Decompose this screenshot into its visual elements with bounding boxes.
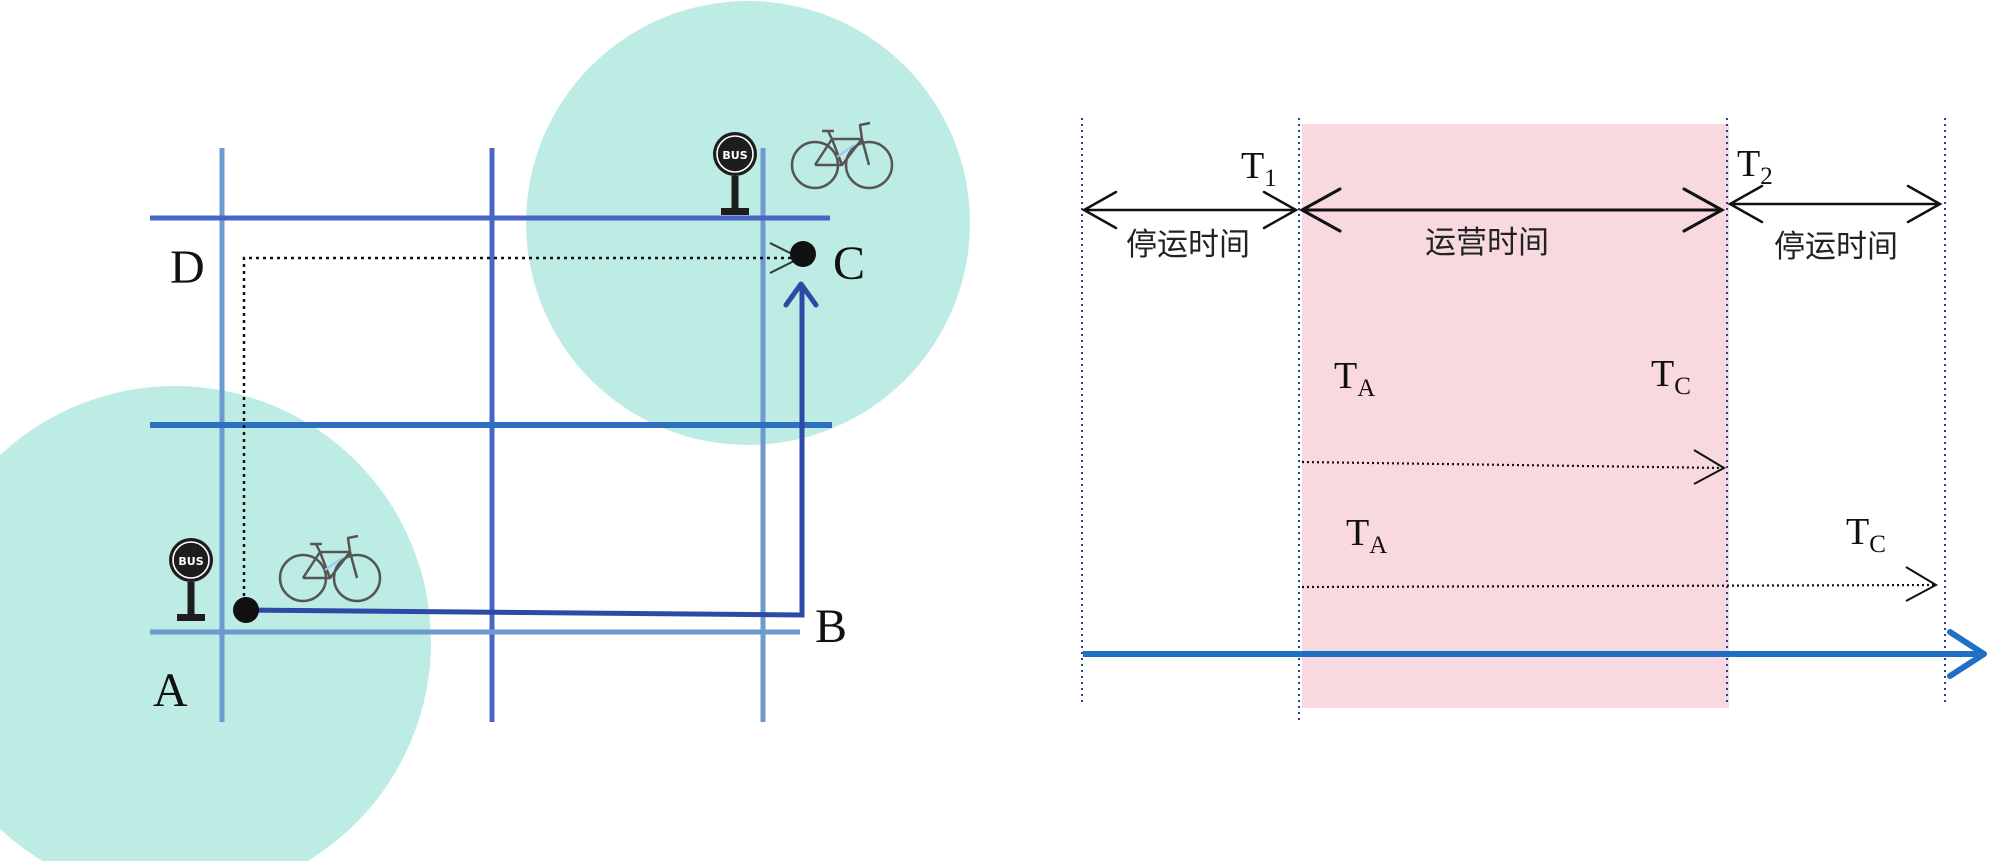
arrow-operating <box>1298 187 1726 233</box>
label-trip1-start: TA <box>1334 355 1375 402</box>
trip2-arrowhead <box>1905 566 1939 602</box>
label-point-a: A <box>153 664 188 717</box>
city-map: BUS BUS A B C D <box>0 1 970 861</box>
label-trip2-start: TA <box>1346 512 1387 559</box>
label-point-b: B <box>815 600 847 653</box>
time-axis-arrowhead <box>1947 629 1987 679</box>
station-zone-c <box>526 1 970 445</box>
point-a-marker <box>233 597 259 623</box>
label-point-d: D <box>170 241 205 294</box>
station-zone-a <box>0 386 431 861</box>
operating-period-band <box>1302 124 1729 708</box>
bus-stop-icon-a: BUS <box>168 537 214 622</box>
bus-sign-label: BUS <box>178 555 203 568</box>
bus-sign-label: BUS <box>722 149 747 162</box>
label-trip2-end: TC <box>1846 511 1886 558</box>
label-stop-time-right: 停运时间 <box>1774 229 1898 265</box>
bus-stop-icon-c: BUS <box>712 131 758 216</box>
arrow-stop-left <box>1081 190 1299 230</box>
timeline-diagram: T1 T2 停运时间 运营时间 停运时间 TA TC TA TC <box>1081 118 1987 724</box>
trip1-dotted-line <box>1301 460 1725 470</box>
label-operating-time: 运营时间 <box>1425 225 1549 261</box>
trip1-arrowhead <box>1693 449 1727 485</box>
dotted-path-a-d-c <box>242 256 800 610</box>
label-t1: T1 <box>1241 145 1277 192</box>
trip2-dotted-line <box>1301 583 1937 589</box>
label-t2: T2 <box>1737 143 1773 190</box>
point-c-marker <box>790 241 816 267</box>
label-trip1-end: TC <box>1651 353 1691 400</box>
label-point-c: C <box>833 237 865 290</box>
arrow-stop-right <box>1727 184 1943 224</box>
route-arrowhead <box>783 281 819 308</box>
route-a-b-c <box>245 284 805 618</box>
label-stop-time-left: 停运时间 <box>1126 227 1250 263</box>
